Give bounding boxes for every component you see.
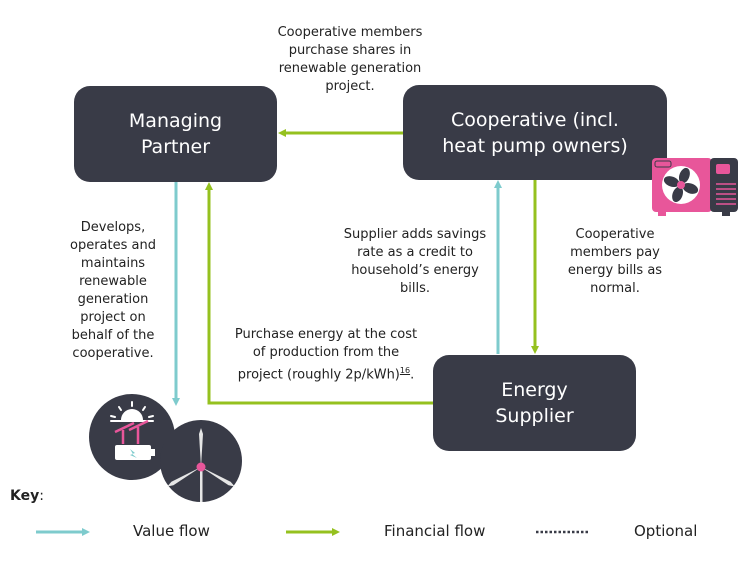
node-cooperative-line1: Cooperative (incl. (451, 108, 619, 131)
label-line: behalf of the (71, 328, 155, 343)
label-line: normal. (590, 281, 640, 296)
node-energy-supplier-line2: Supplier (495, 405, 574, 427)
label-line: members pay (570, 245, 660, 260)
node-cooperative-line2: heat pump owners) (442, 134, 628, 157)
label-text: . (410, 367, 415, 383)
label-line: Purchase energy at the cost (234, 327, 418, 342)
node-energy-supplier[interactable]: Energy Supplier (433, 355, 636, 451)
key-label-optional: Optional (634, 522, 698, 540)
heat-pump-icon (652, 158, 738, 216)
label-line: household’s energy (351, 263, 479, 278)
label-members-pay-bills: Cooperative members pay energy bills as … (556, 226, 674, 298)
label-text: project (roughly 2p/kWh) (237, 367, 400, 383)
label-line: Cooperative (575, 227, 655, 242)
label-line: of production from the (252, 345, 400, 360)
label-line: project (roughly 2p/kWh)16. (226, 362, 426, 384)
label-line: project. (325, 79, 375, 94)
arrow-supplier-to-partner (205, 182, 434, 405)
label-line: operates and (70, 238, 156, 253)
key-title-text: Key (10, 488, 40, 504)
label-line: maintains (80, 256, 146, 271)
label-line: Supplier adds savings (343, 227, 487, 242)
key-title-colon: : (39, 488, 44, 504)
key-label-value-flow: Value flow (133, 522, 210, 540)
label-line: rate as a credit to (357, 245, 473, 260)
footnote-reference[interactable]: 16 (399, 366, 411, 375)
label-purchase-energy: Purchase energy at the cost of productio… (226, 326, 426, 384)
node-energy-supplier-line1: Energy (501, 379, 568, 401)
key-title: Key: (10, 488, 44, 504)
node-managing-partner[interactable]: Managing Partner (74, 86, 277, 182)
label-line: Develops, (80, 220, 146, 235)
node-managing-partner-line1: Managing (128, 110, 223, 132)
label-supplier-savings: Supplier adds savings rate as a credit t… (336, 226, 494, 298)
label-line: generation (77, 292, 149, 307)
key-label-financial-flow: Financial flow (384, 522, 486, 540)
node-managing-partner-line2: Partner (140, 136, 211, 158)
label-line: project on (80, 310, 146, 325)
label-line: Cooperative members (277, 25, 423, 40)
label-develops-operates: Develops, operates and maintains renewab… (58, 219, 168, 363)
node-cooperative[interactable]: Cooperative (incl. heat pump owners) (403, 85, 667, 180)
label-line: purchase shares in (288, 43, 412, 58)
label-line: bills. (400, 281, 430, 296)
label-purchase-shares: Cooperative members purchase shares in r… (262, 24, 438, 96)
label-line: renewable (79, 274, 147, 289)
solar-battery-icon (89, 394, 175, 480)
wind-turbine-icon (160, 420, 242, 502)
label-line: energy bills as (567, 263, 663, 278)
label-line: cooperative. (72, 346, 154, 361)
label-line: renewable generation (278, 61, 422, 76)
